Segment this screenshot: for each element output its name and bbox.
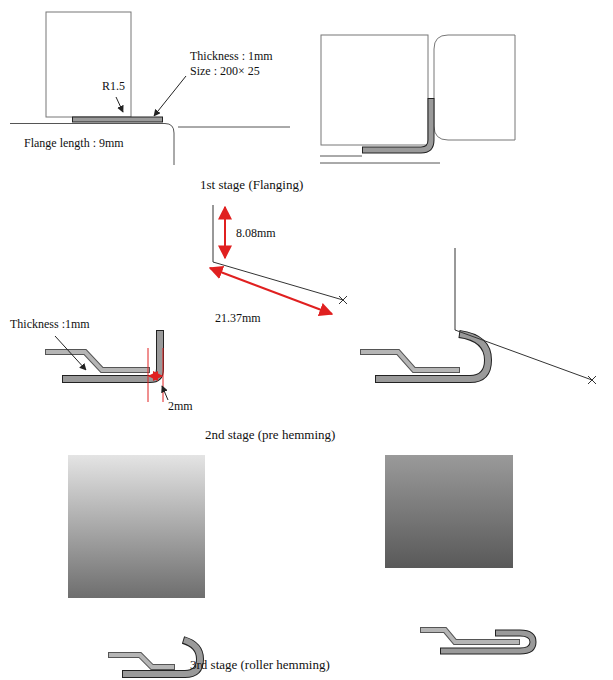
flanged-setup [320, 35, 515, 163]
dimension-label: Flange length : 9mm [24, 137, 124, 151]
dimension-label: Thickness :1mm [10, 318, 90, 332]
pre-hemming-end [360, 248, 596, 384]
stage-caption: 2nd stage (pre hemming) [205, 428, 335, 443]
dimension-label: 21.37mm [215, 312, 261, 326]
dimension-label: Thickness : 1mm [190, 50, 273, 64]
dimension-label: 8.08mm [236, 227, 276, 241]
radius-label: R1.5 [102, 80, 125, 94]
dimension-label: 2mm [168, 400, 193, 414]
roller-hemming [68, 455, 533, 674]
flanging-setup [10, 12, 290, 165]
stage-caption: 1st stage (Flanging) [200, 178, 303, 193]
pre-hemming-start [45, 330, 168, 402]
dimension-label: Size : 200× 25 [190, 65, 260, 79]
stage-caption: 3rd stage (roller hemming) [190, 658, 330, 673]
flange-profile [210, 205, 347, 314]
